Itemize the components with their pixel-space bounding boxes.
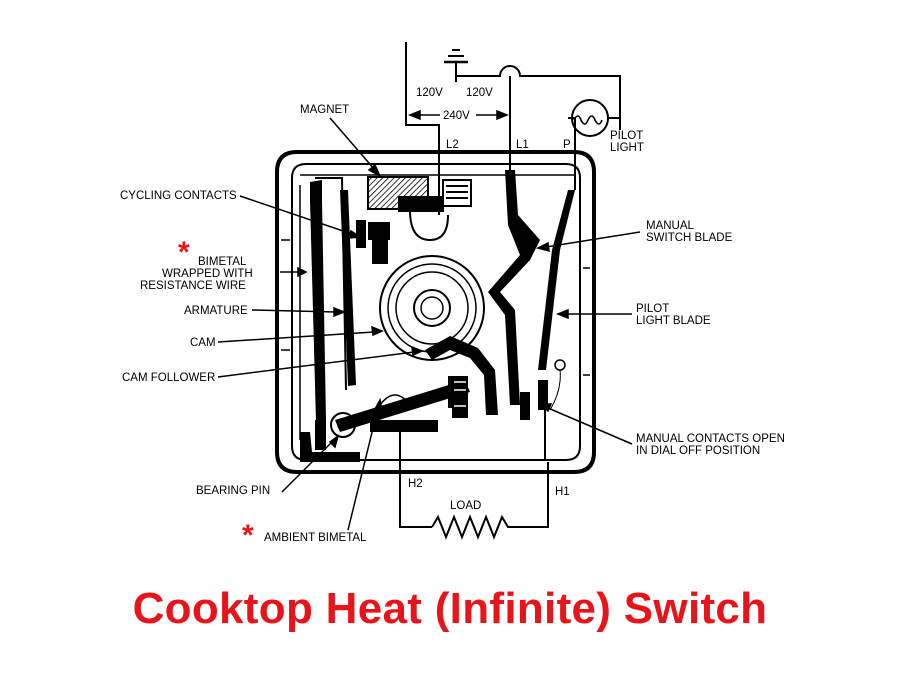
internal-mechanism: [299, 170, 575, 462]
label-cycling-contacts: CYCLING CONTACTS: [120, 190, 237, 202]
label-cam: CAM: [190, 337, 216, 349]
label-manual-switch-blade-1: MANUAL: [646, 220, 695, 232]
label-240v: 240V: [443, 110, 470, 122]
switch-housing: [275, 150, 596, 474]
ambient-bimetal: [370, 420, 438, 432]
label-manual-contacts-2: IN DIAL OFF POSITION: [636, 445, 760, 457]
label-pilot-light-blade-2: LIGHT BLADE: [636, 315, 711, 327]
label-bimetal-2: WRAPPED WITH: [162, 268, 253, 280]
slide-title: Cooktop Heat (Infinite) Switch: [132, 584, 768, 633]
leader-lines: [217, 117, 641, 531]
pilot-lamp-icon: [571, 99, 609, 137]
label-bimetal-1: BIMETAL: [198, 256, 247, 268]
label-manual-switch-blade-2: SWITCH BLADE: [646, 232, 733, 244]
label-magnet: MAGNET: [300, 104, 349, 116]
manual-switch-blade: [488, 170, 540, 405]
voltage-arrows: [407, 109, 510, 121]
label-l2: L2: [446, 139, 459, 151]
label-bearing-pin: BEARING PIN: [196, 485, 270, 497]
label-pilot-light-1: PILOT: [610, 130, 643, 142]
label-l1: L1: [516, 139, 529, 151]
label-bimetal-3: RESISTANCE WIRE: [140, 280, 246, 292]
cam-follower: [425, 336, 498, 415]
label-cam-follower: CAM FOLLOWER: [122, 372, 215, 384]
label-load: LOAD: [450, 500, 481, 512]
labels: 120V 120V 240V L2 L1 P MAGNET PILOT LIGH…: [120, 87, 785, 552]
label-h2: H2: [408, 478, 423, 490]
label-manual-contacts-1: MANUAL CONTACTS OPEN: [636, 433, 785, 445]
label-ambient-bimetal: AMBIENT BIMETAL: [264, 532, 367, 544]
label-h1: H1: [555, 486, 570, 498]
bearing-pin: [330, 412, 356, 438]
label-pilot-light-blade-1: PILOT: [636, 303, 669, 315]
label-120v-left: 120V: [416, 87, 443, 99]
asterisk-ambient-bimetal: *: [242, 519, 254, 552]
label-pilot-light-2: LIGHT: [610, 142, 644, 154]
asterisk-bimetal: *: [178, 236, 190, 269]
pilot-light-blade: [538, 190, 575, 370]
bimetal-strip: [310, 180, 326, 422]
label-120v-right: 120V: [466, 87, 493, 99]
armature: [340, 190, 356, 386]
label-armature: ARMATURE: [184, 305, 248, 317]
label-p: P: [563, 139, 571, 151]
